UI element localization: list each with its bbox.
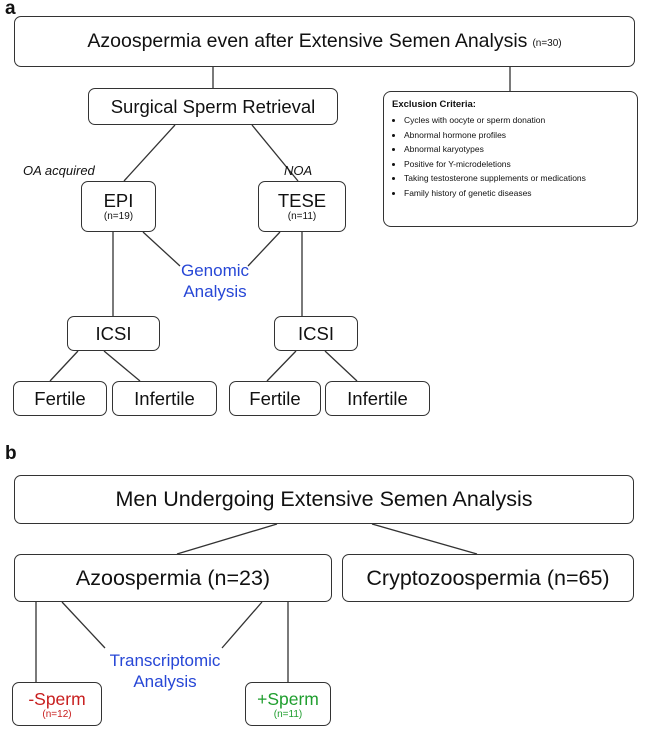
fertile-label: Fertile — [34, 387, 86, 409]
tese-box: TESE (n=11) — [258, 181, 346, 232]
genomic-line: Genomic — [180, 261, 250, 280]
top-box-count: (n=30) — [532, 37, 562, 49]
minus-sperm-title: -Sperm — [28, 688, 86, 709]
cryptozoospermia-label: Cryptozoospermia (n=65) — [366, 565, 610, 590]
icsi-left-label: ICSI — [95, 322, 132, 344]
infertile-right-box: Infertile — [325, 381, 430, 416]
icsi-left-box: ICSI — [67, 316, 160, 351]
men-undergoing-label: Men Undergoing Extensive Semen Analysis — [115, 487, 533, 511]
surgical-retrieval-box: Surgical Sperm Retrieval — [88, 88, 338, 125]
panel-a-label: a — [5, 0, 16, 19]
cryptozoospermia-box: Cryptozoospermia (n=65) — [342, 554, 634, 602]
infertile-left-box: Infertile — [112, 381, 217, 416]
icsi-right-label: ICSI — [298, 322, 334, 344]
panel-b-label: b — [5, 443, 17, 464]
exclusion-item: Cycles with oocyte or sperm donation — [404, 113, 629, 128]
top-box-title: Azoospermia even after Extensive Semen A… — [87, 30, 528, 52]
exclusion-item: Taking testosterone supplements or medic… — [404, 171, 629, 186]
plus-sperm-box: +Sperm (n=11) — [245, 682, 331, 726]
exclusion-item: Abnormal hormone profiles — [404, 128, 629, 143]
azoospermia-top-box: Azoospermia even after Extensive Semen A… — [14, 16, 635, 67]
exclusion-item: Positive for Y-microdeletions — [404, 157, 629, 172]
azoospermia-label: Azoospermia (n=23) — [75, 565, 271, 590]
plus-sperm-title: +Sperm — [257, 688, 319, 709]
men-undergoing-box: Men Undergoing Extensive Semen Analysis — [14, 475, 634, 524]
transcriptomic-line: Transcriptomic — [109, 651, 221, 670]
transcriptomic-analysis-label: Transcriptomic Analysis — [90, 650, 240, 692]
noa-label: NOA — [284, 163, 313, 178]
plus-sperm-count: (n=11) — [273, 708, 303, 720]
fertile-label: Fertile — [249, 387, 301, 409]
retrieval-label: Surgical Sperm Retrieval — [110, 95, 316, 117]
genomic-analysis-label: Genomic Analysis — [155, 260, 275, 302]
minus-sperm-box: -Sperm (n=12) — [12, 682, 102, 726]
exclusion-item: Abnormal karyotypes — [404, 142, 629, 157]
epi-count: (n=19) — [103, 211, 134, 222]
exclusion-list: Cycles with oocyte or sperm donation Abn… — [392, 113, 629, 201]
infertile-label: Infertile — [347, 387, 408, 409]
fertile-right-box: Fertile — [229, 381, 321, 416]
epi-title: EPI — [103, 190, 134, 211]
analysis-line: Analysis — [133, 672, 197, 691]
analysis-line: Analysis — [183, 282, 247, 301]
exclusion-item: Family history of genetic diseases — [404, 186, 629, 201]
exclusion-title: Exclusion Criteria: — [392, 99, 476, 110]
exclusion-criteria-box: Exclusion Criteria: Cycles with oocyte o… — [383, 91, 638, 227]
minus-sperm-count: (n=12) — [42, 708, 72, 720]
tese-title: TESE — [277, 190, 327, 211]
tese-count: (n=11) — [287, 211, 317, 222]
fertile-left-box: Fertile — [13, 381, 107, 416]
infertile-label: Infertile — [134, 387, 195, 409]
oa-acquired-label: OA acquired — [23, 163, 95, 178]
icsi-right-box: ICSI — [274, 316, 358, 351]
azoospermia-box: Azoospermia (n=23) — [14, 554, 332, 602]
epi-box: EPI (n=19) — [81, 181, 156, 232]
